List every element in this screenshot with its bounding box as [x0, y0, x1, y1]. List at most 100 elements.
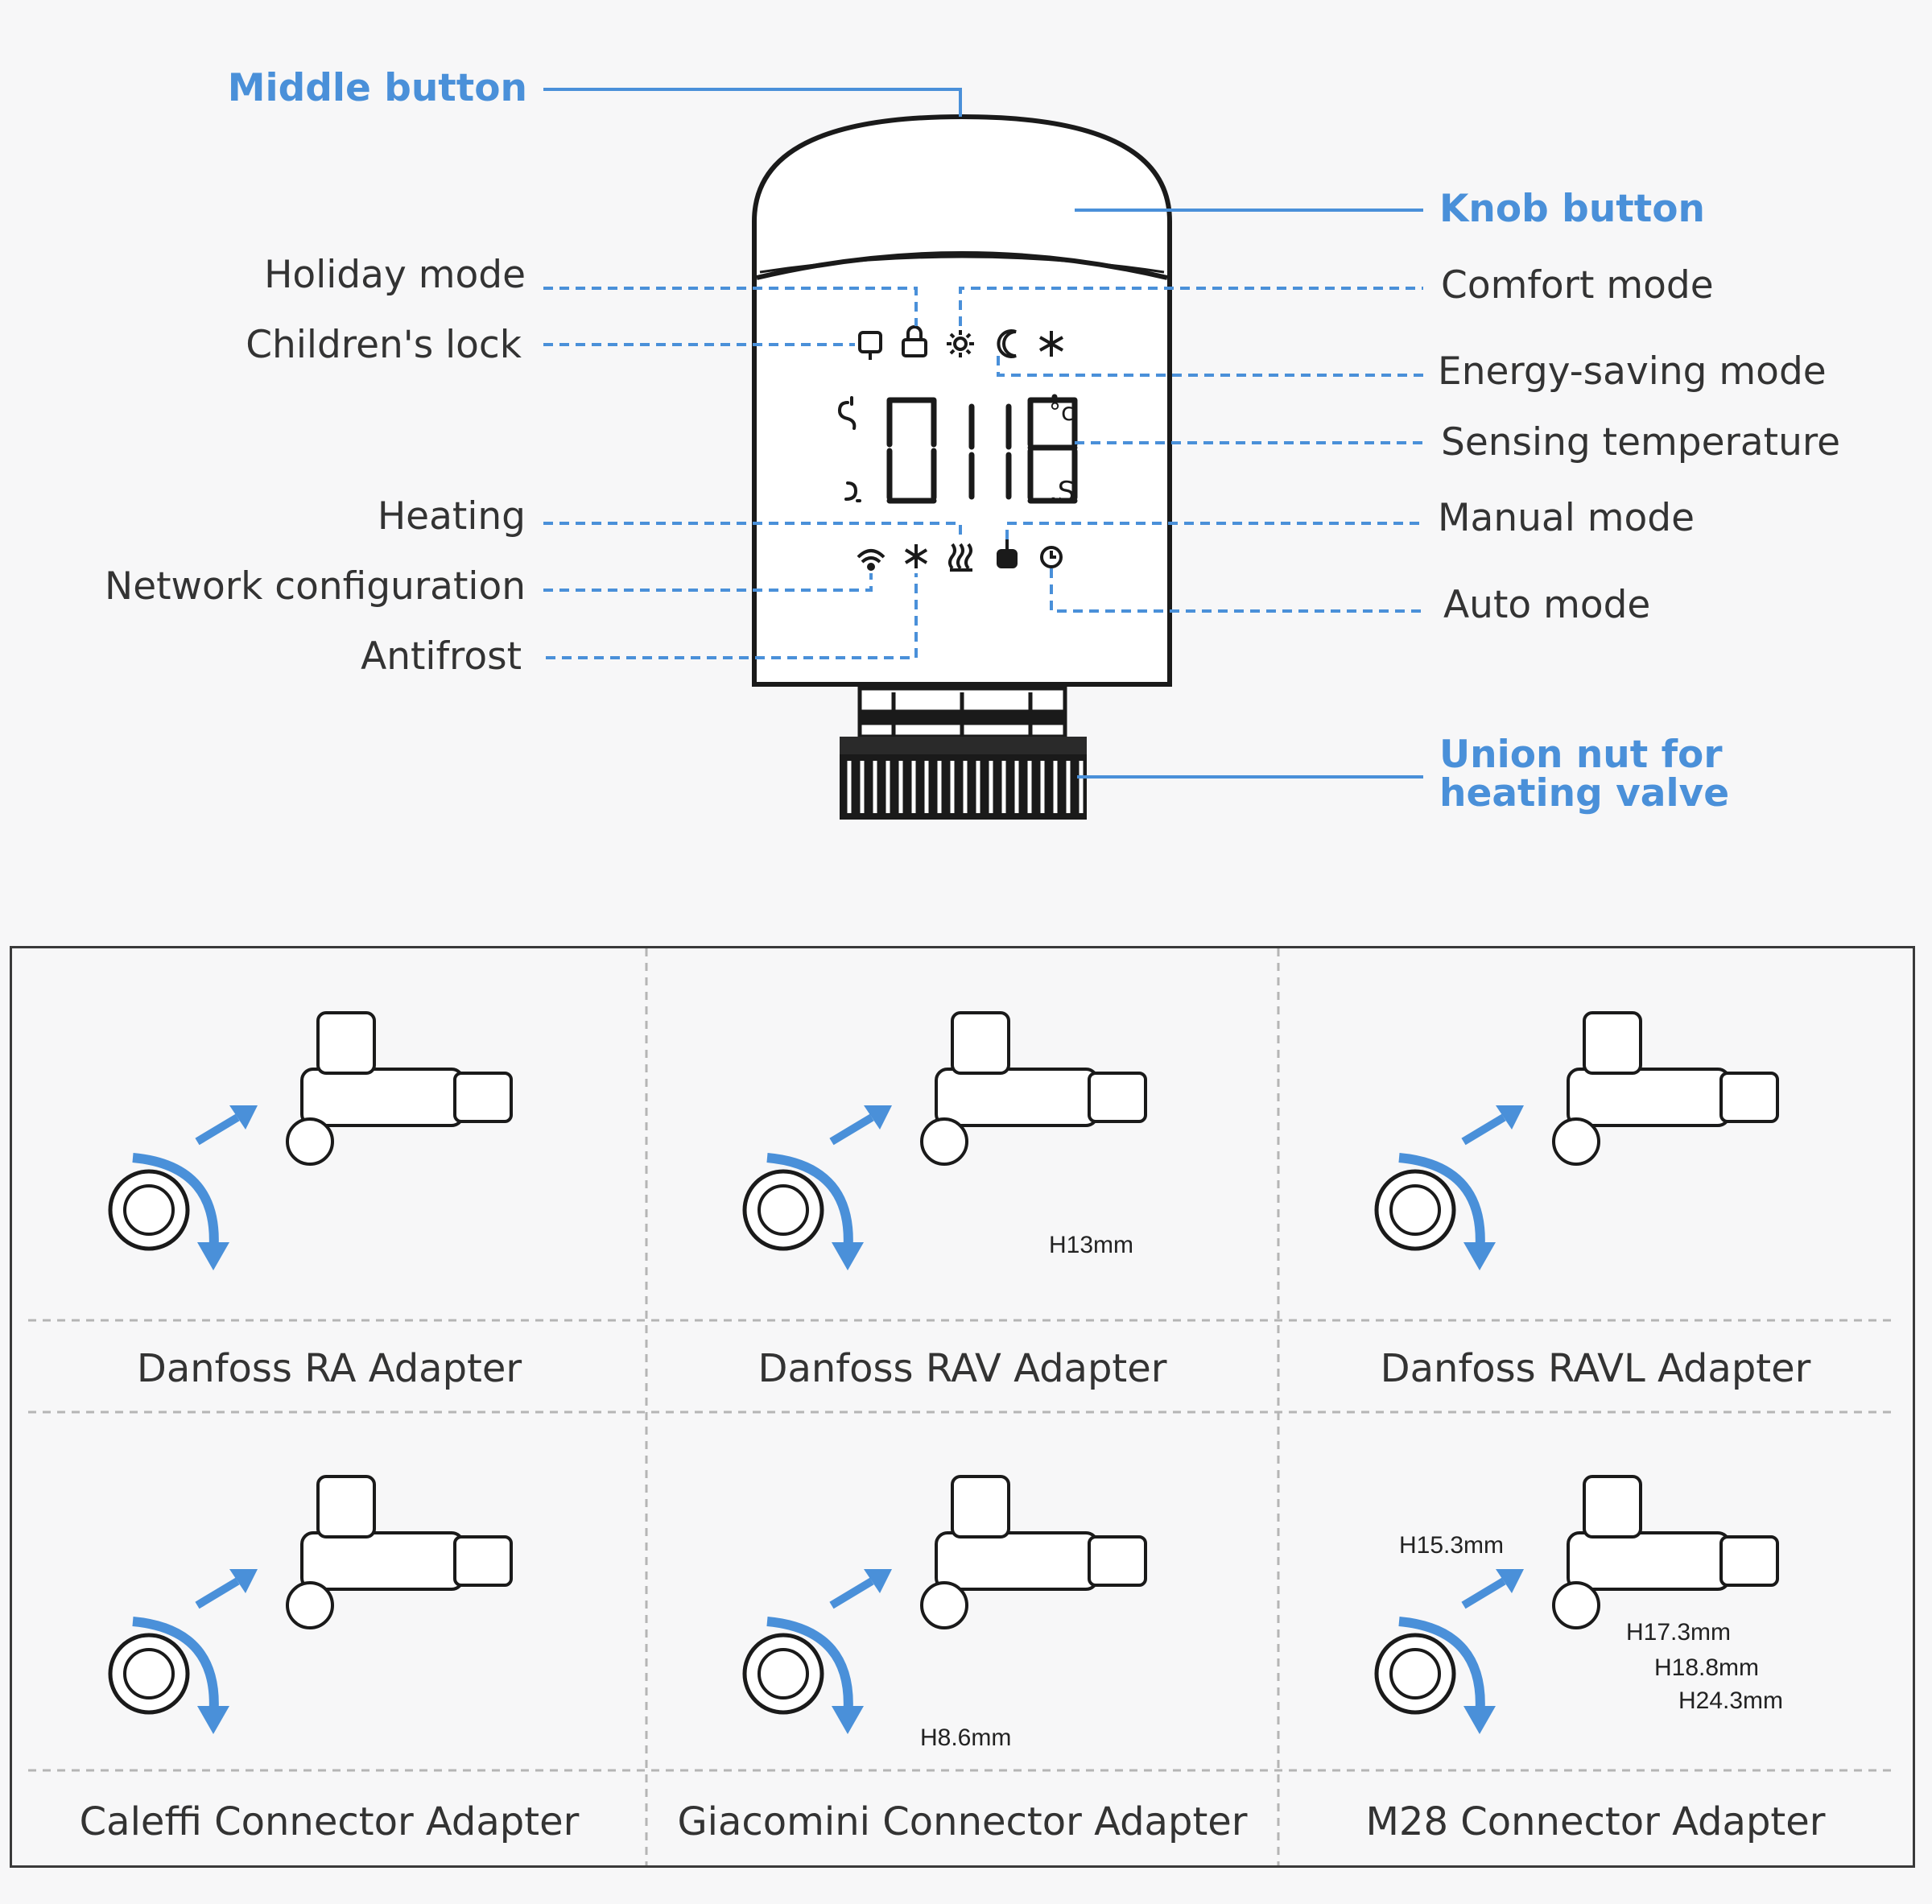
valve-inlet	[316, 1475, 376, 1538]
adapter-name: Danfoss RAV Adapter	[758, 1346, 1167, 1391]
valve-body	[935, 1068, 1099, 1127]
valve-stem	[1552, 1581, 1600, 1629]
measurement-h8-6: H8.6mm	[920, 1724, 1012, 1751]
heating-label: Heating	[377, 494, 526, 539]
insert-arrow	[829, 1113, 874, 1146]
insert-arrowhead	[229, 1105, 258, 1130]
network-configuration-line	[543, 573, 873, 592]
childrens-lock-label: Children's lock	[246, 323, 522, 367]
childrens-lock-icon	[902, 325, 927, 357]
sensing-temperature-label: Sensing temperature	[1441, 420, 1841, 465]
union-nut	[840, 737, 1087, 820]
valve-outlet	[453, 1535, 513, 1587]
energy-saving-moon-icon	[997, 329, 1017, 358]
adapter-name: Giacomini Connector Adapter	[677, 1799, 1248, 1844]
callout-lines	[543, 88, 1423, 779]
adapter-name: Danfoss RAVL Adapter	[1380, 1346, 1811, 1391]
adapter-cell-giacomini: Giacomini Connector Adapter	[646, 1770, 1278, 1865]
insert-arrow	[829, 1577, 874, 1609]
comfort-sun-icon	[947, 330, 974, 357]
union-nut-label-line2: heating valve	[1439, 771, 1730, 816]
rotation-arrow	[766, 1617, 853, 1719]
insert-arrowhead	[1496, 1569, 1524, 1593]
adapter-name: M28 Connector Adapter	[1365, 1799, 1826, 1844]
union-nut-label-line1: Union nut for	[1439, 733, 1723, 777]
adapter-cell-m28: M28 Connector Adapter	[1278, 1770, 1913, 1865]
adapter-illustrations	[108, 1011, 1779, 1734]
svg-text:.S: .S	[1049, 476, 1075, 508]
valve-inlet	[1583, 1011, 1642, 1075]
rotation-arrow	[766, 1153, 853, 1255]
adapter-name: Danfoss RA Adapter	[136, 1346, 522, 1391]
valve-body	[935, 1531, 1099, 1591]
adapter-cell-danfoss-rav: Danfoss RAV Adapter	[646, 1320, 1278, 1412]
adapter-ring-inner	[123, 1648, 175, 1700]
valve-stem	[286, 1581, 334, 1629]
antifrost-line	[546, 573, 918, 659]
insert-arrow	[195, 1577, 240, 1609]
valve-stem	[920, 1581, 968, 1629]
auto-mode-clock-icon	[1040, 546, 1063, 568]
insert-arrow	[1461, 1113, 1506, 1146]
rotation-arrow	[132, 1153, 219, 1255]
manual-hand-icon	[997, 539, 1018, 568]
thermostat-body	[752, 114, 1172, 687]
adapter-cell-caleffi: Caleffi Connector Adapter	[12, 1770, 646, 1865]
rotation-arrowhead	[197, 1242, 229, 1270]
rotation-arrowhead	[197, 1706, 229, 1734]
adapter-ring	[1374, 1169, 1456, 1251]
valve-body	[1567, 1531, 1731, 1591]
energy-saving-line	[997, 356, 1423, 377]
valve-stem	[920, 1117, 968, 1166]
valve-outlet	[453, 1072, 513, 1123]
insert-arrowhead	[864, 1105, 892, 1130]
antifrost-snowflake-icon	[904, 544, 928, 568]
adapter-ring-inner	[1389, 1648, 1441, 1700]
adapter-ring-inner	[758, 1184, 809, 1236]
adapter-ring-inner	[123, 1184, 175, 1236]
measurement-h15-3: H15.3mm	[1399, 1532, 1505, 1559]
insert-arrow	[195, 1113, 240, 1146]
valve-inlet	[951, 1475, 1010, 1538]
adapter-ring	[742, 1169, 824, 1251]
network-configuration-label: Network configuration	[105, 564, 526, 609]
manual-mode-label: Manual mode	[1438, 496, 1695, 540]
thermostat-diagram: °c .S	[543, 88, 1423, 820]
knob-button-label: Knob button	[1439, 187, 1705, 231]
manual-mode-line	[1005, 522, 1423, 539]
insert-arrowhead	[864, 1569, 892, 1593]
heating-waves-icon	[948, 543, 972, 572]
auto-mode-label: Auto mode	[1443, 583, 1651, 627]
middle-button-line	[543, 88, 962, 117]
valve-stem	[1552, 1117, 1600, 1166]
auto-mode-line	[1050, 568, 1423, 613]
svg-text:°c: °c	[1049, 399, 1075, 427]
rotation-arrowhead	[1463, 1706, 1496, 1734]
energy-saving-mode-label: Energy-saving mode	[1438, 349, 1827, 394]
valve-inlet	[951, 1011, 1010, 1075]
valve-body	[1567, 1068, 1731, 1127]
valve-body	[300, 1068, 464, 1127]
grid-dividers	[28, 948, 1896, 1865]
adapter-ring	[1374, 1633, 1456, 1715]
adapter-ring	[742, 1633, 824, 1715]
valve-body	[300, 1531, 464, 1591]
rotation-arrow	[1398, 1617, 1485, 1719]
holiday-mode-label: Holiday mode	[264, 253, 526, 297]
adapter-cell-danfoss-ra: Danfoss RA Adapter	[12, 1320, 646, 1412]
adapter-grid: Danfoss RA Adapter Danfoss RAV Adapter D…	[10, 946, 1915, 1868]
middle-button-label: Middle button	[227, 66, 527, 110]
insert-arrowhead	[1496, 1105, 1524, 1130]
measurement-h17-3: H17.3mm	[1626, 1619, 1732, 1646]
adapter-name: Caleffi Connector Adapter	[79, 1799, 580, 1844]
valve-inlet	[316, 1011, 376, 1075]
valve-outlet	[1719, 1535, 1779, 1587]
rotation-arrowhead	[832, 1242, 864, 1270]
rotation-arrowhead	[832, 1706, 864, 1734]
snowflake-icon	[1039, 331, 1063, 357]
comfort-mode-label: Comfort mode	[1441, 263, 1714, 308]
valve-outlet	[1719, 1072, 1779, 1123]
dashed-callout-lines	[543, 287, 1423, 659]
measurement-h13: H13mm	[1049, 1232, 1134, 1258]
display-icons-bottom	[857, 539, 1063, 572]
